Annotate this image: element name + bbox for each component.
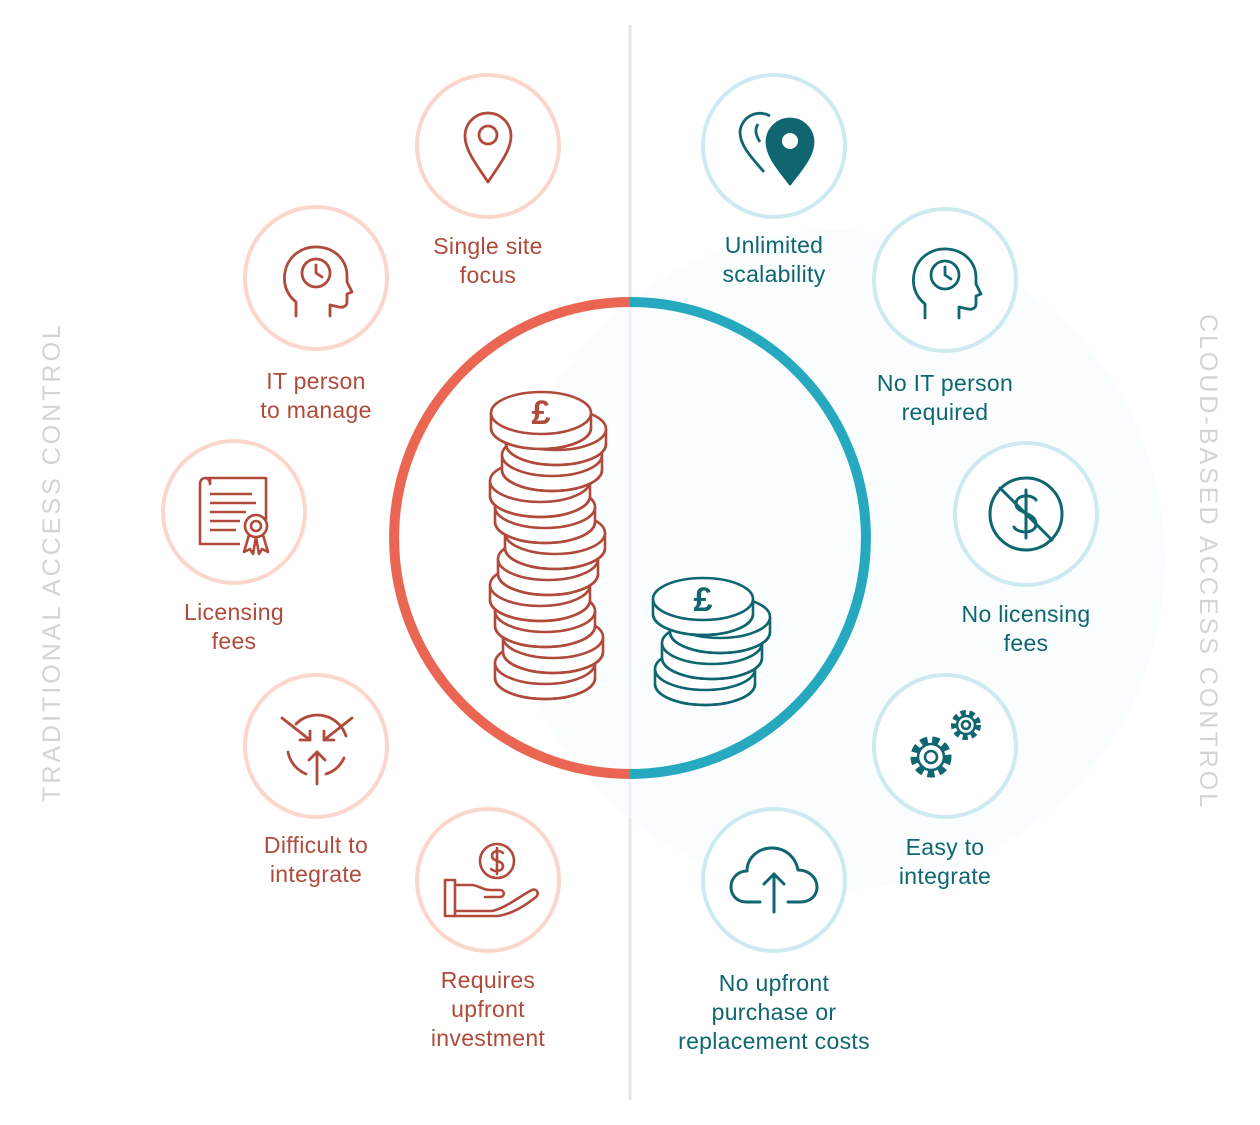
tall-coin-stack-icon: £ (488, 390, 608, 701)
item-single-site-focus: Single site focus (415, 73, 561, 288)
head-clock-icon (912, 247, 983, 320)
label-line1: Easy to (906, 834, 985, 860)
label-line1: IT person (266, 368, 365, 394)
map-pin-icon (463, 111, 513, 184)
label-line2: integrate (270, 861, 362, 887)
label-line1: No licensing (962, 601, 1091, 627)
multi-pin-icon (738, 111, 815, 186)
label-line2: purchase or (712, 999, 837, 1025)
label-line2: integrate (899, 863, 991, 889)
item-no-upfront-purchase: No upfront purchase or replacement costs (678, 807, 870, 1054)
label-line2: fees (212, 628, 257, 654)
item-no-it-person-required: No IT person required (872, 207, 1018, 425)
label-line1: Single site (433, 233, 542, 259)
no-dollar-icon (988, 476, 1064, 552)
label-line3: replacement costs (678, 1028, 870, 1054)
item-difficult-to-integrate: Difficult to integrate (243, 673, 389, 887)
item-no-licensing-fees: No licensing fees (953, 441, 1099, 656)
item-it-person-to-manage: IT person to manage (243, 205, 389, 423)
label-line3: investment (431, 1025, 546, 1051)
cloud-upload-icon (729, 846, 819, 914)
item-requires-upfront-investment: Requires upfront investment (415, 807, 561, 1051)
coin-symbol-right: £ (694, 581, 713, 619)
label-line1: Difficult to (264, 832, 368, 858)
label-line2: focus (460, 262, 516, 288)
center-arc-right (629, 297, 871, 779)
item-licensing-fees: Licensing fees (161, 439, 307, 654)
converging-arrows-icon (280, 713, 354, 786)
item-unlimited-scalability: Unlimited scalability (701, 73, 847, 287)
hand-coin-icon (443, 842, 539, 918)
head-clock-icon (283, 245, 354, 318)
label-line2: scalability (722, 261, 825, 287)
label-line2: required (902, 399, 989, 425)
label-line1: Licensing (184, 599, 284, 625)
center-arc-left (389, 297, 631, 779)
label-line1: No upfront (719, 970, 830, 996)
label-line2: upfront (451, 996, 525, 1022)
label-line1: No IT person (877, 370, 1013, 396)
label-line2: fees (1004, 630, 1049, 656)
certificate-icon (198, 476, 270, 556)
label-line1: Unlimited (725, 232, 824, 258)
short-coin-stack-icon: £ (651, 576, 772, 707)
label-line2: to manage (260, 397, 371, 423)
item-easy-to-integrate: Easy to integrate (872, 673, 1018, 889)
left-side-title: TRADITIONAL ACCESS CONTROL (38, 322, 66, 802)
coin-symbol-left: £ (532, 394, 551, 432)
label-line1: Requires (441, 967, 535, 993)
gears-icon (910, 710, 981, 778)
right-side-title: CLOUD-BASED ACCESS CONTROL (1194, 314, 1222, 810)
